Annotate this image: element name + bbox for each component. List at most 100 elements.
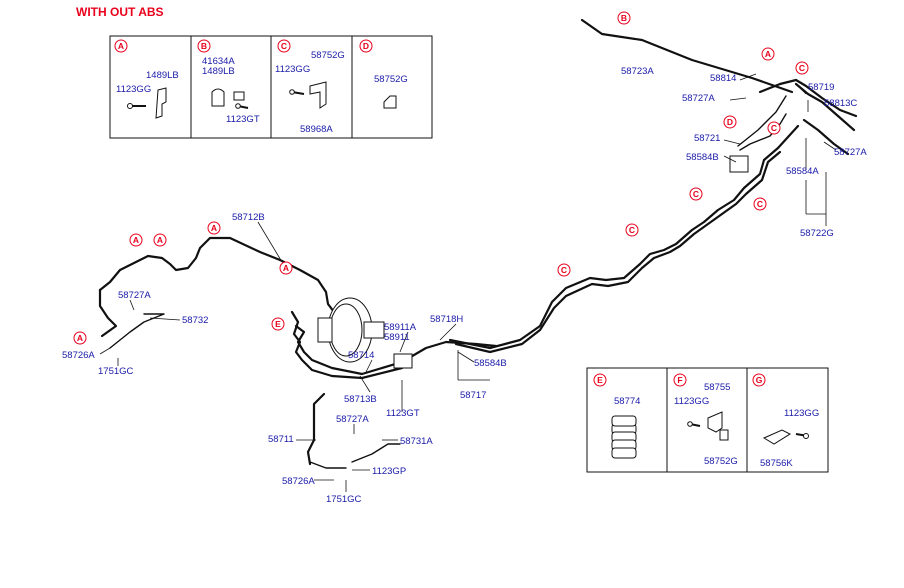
callout-d: D xyxy=(359,39,373,53)
part-number-label: 58713B xyxy=(344,394,377,405)
svg-text:C: C xyxy=(799,63,805,73)
callout-f: F xyxy=(673,373,687,387)
callout-markers: A A A A A A A B B C C C C C C C D D E E F G xyxy=(73,11,809,387)
box-part-label: 1123GG xyxy=(116,84,151,95)
box-part-label: 58752G xyxy=(704,456,738,467)
callout-c: C xyxy=(625,223,639,237)
part-number-label: 58911 xyxy=(384,332,410,343)
callout-a: A xyxy=(761,47,775,61)
callout-c: C xyxy=(767,121,781,135)
svg-text:C: C xyxy=(757,199,763,209)
part-number-label: 58722G xyxy=(800,228,834,239)
part-number-label: 58711 xyxy=(268,434,294,445)
part-number-label: 58911A xyxy=(384,322,417,333)
box-part-label: 1123GT xyxy=(226,114,260,125)
svg-text:A: A xyxy=(133,235,139,245)
callout-c: C xyxy=(753,197,767,211)
svg-text:G: G xyxy=(756,375,763,385)
part-number-label: 58813C xyxy=(824,98,857,109)
callout-c: C xyxy=(557,263,571,277)
part-number-labels: 1489LB1123GG41634A1489LB1123GT58752G1123… xyxy=(62,50,867,505)
svg-text:B: B xyxy=(621,13,627,23)
svg-text:C: C xyxy=(693,189,699,199)
svg-text:C: C xyxy=(629,225,635,235)
box-part-label: 1123GG xyxy=(784,408,819,419)
part-number-label: 58731A xyxy=(400,436,433,447)
part-number-label: 58584B xyxy=(474,358,507,369)
svg-text:F: F xyxy=(677,375,682,385)
svg-text:A: A xyxy=(77,333,83,343)
brake-booster xyxy=(317,297,385,363)
box-part-label: 41634A xyxy=(202,56,235,67)
callout-e: E xyxy=(593,373,607,387)
svg-text:C: C xyxy=(281,41,287,51)
box-part-label: 1123GG xyxy=(674,396,709,407)
callout-a: A xyxy=(114,39,128,53)
svg-text:C: C xyxy=(561,265,567,275)
part-number-label: 58727A xyxy=(682,93,715,104)
part-number-label: 58727A xyxy=(834,147,867,158)
callout-b: B xyxy=(197,39,211,53)
callout-g: G xyxy=(752,373,766,387)
diagram-title: WITH OUT ABS xyxy=(76,5,164,19)
callout-e: E xyxy=(271,317,285,331)
callout-c: C xyxy=(689,187,703,201)
callout-a: A xyxy=(129,233,143,247)
svg-text:A: A xyxy=(157,235,163,245)
svg-text:A: A xyxy=(211,223,217,233)
box-part-label: 1489LB xyxy=(202,66,235,77)
detail-box-bottom xyxy=(586,367,829,473)
box-part-label: 1123GG xyxy=(275,64,310,75)
svg-text:A: A xyxy=(118,41,124,51)
part-number-label: 58584A xyxy=(786,166,819,177)
callout-c: C xyxy=(795,61,809,75)
box-part-label: 58752G xyxy=(374,74,408,85)
box-part-label: 58756K xyxy=(760,458,793,469)
part-icons-bottom xyxy=(611,411,809,459)
part-number-label: 58719 xyxy=(808,82,834,93)
part-number-label: 1123GP xyxy=(372,466,406,477)
detail-box-top xyxy=(109,35,433,139)
callout-d: D xyxy=(723,115,737,129)
part-icons-top xyxy=(127,81,397,119)
part-number-label: 58718H xyxy=(430,314,463,325)
part-number-label: 58584B xyxy=(686,152,719,163)
part-number-label: 58814 xyxy=(710,73,736,84)
callout-a: A xyxy=(73,331,87,345)
box-part-label: 58755 xyxy=(704,382,730,393)
part-number-label: 58717 xyxy=(460,390,486,401)
part-number-label: 58721 xyxy=(694,133,720,144)
callout-c: C xyxy=(277,39,291,53)
svg-text:E: E xyxy=(597,375,603,385)
valve-block xyxy=(393,155,749,369)
part-number-label: 58712B xyxy=(232,212,265,223)
svg-text:E: E xyxy=(275,319,281,329)
part-number-label: 1123GT xyxy=(386,408,420,419)
svg-text:A: A xyxy=(283,263,289,273)
part-number-label: 58714 xyxy=(348,350,374,361)
part-number-label: 1751GC xyxy=(98,366,134,377)
callout-a: A xyxy=(279,261,293,275)
part-number-label: 58723A xyxy=(621,66,654,77)
box-part-label: 58774 xyxy=(614,396,640,407)
svg-text:B: B xyxy=(201,41,207,51)
svg-text:C: C xyxy=(771,123,777,133)
part-number-label: 58726A xyxy=(282,476,315,487)
part-number-label: 1751GC xyxy=(326,494,362,505)
part-number-label: 58727A xyxy=(118,290,151,301)
box-part-label: 58752G xyxy=(311,50,345,61)
brake-pipes xyxy=(98,18,858,469)
box-part-label: 58968A xyxy=(300,124,333,135)
callout-b: B xyxy=(617,11,631,25)
svg-text:D: D xyxy=(727,117,733,127)
callout-a: A xyxy=(153,233,167,247)
part-number-label: 58727A xyxy=(336,414,369,425)
part-number-label: 58726A xyxy=(62,350,95,361)
box-part-label: 1489LB xyxy=(146,70,179,81)
part-number-label: 58732 xyxy=(182,315,208,326)
callout-a: A xyxy=(207,221,221,235)
svg-text:A: A xyxy=(765,49,771,59)
leader-lines xyxy=(99,73,837,492)
